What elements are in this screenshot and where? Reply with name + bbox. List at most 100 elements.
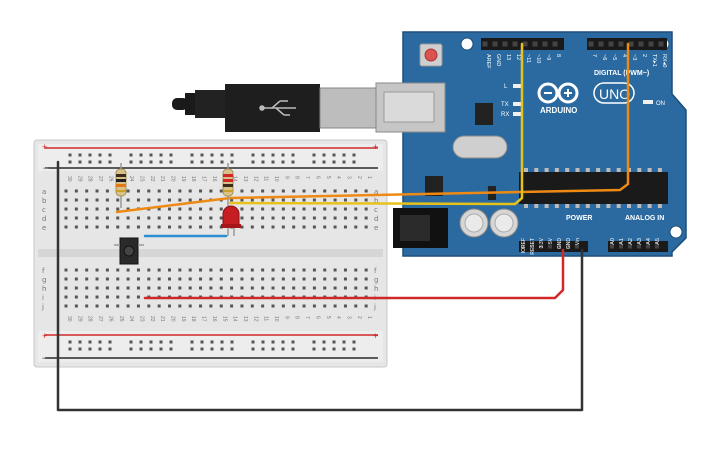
chip-leg [596, 204, 601, 208]
breadboard-hole [64, 198, 68, 202]
breadboard-hole [343, 304, 347, 308]
atmega-microcontroller [519, 172, 668, 204]
svg-text:e: e [42, 224, 46, 232]
breadboard-hole [147, 198, 151, 202]
column-number: 22 [149, 176, 155, 182]
push-button[interactable] [114, 237, 144, 265]
center-channel [38, 249, 383, 257]
usb-chip [475, 103, 493, 125]
pin-label: ~6 [601, 54, 607, 60]
breadboard-hole [209, 304, 213, 308]
wire-black-gnd [56, 160, 584, 412]
breadboard-hole [323, 304, 327, 308]
rail-hole [190, 340, 194, 344]
breadboard-hole [157, 216, 161, 220]
analog-label: ANALOG IN [625, 215, 664, 222]
rail-hole [251, 347, 255, 351]
breadboard-hole [116, 295, 120, 299]
breadboard-hole [219, 216, 223, 220]
breadboard-hole [95, 268, 99, 272]
column-number: 24 [128, 316, 134, 322]
breadboard-hole [105, 216, 109, 220]
breadboard-hole [261, 286, 265, 290]
rail-minus-tl: − [42, 164, 50, 174]
rail-hole [88, 347, 92, 351]
breadboard-hole [230, 277, 234, 281]
breadboard-hole [343, 189, 347, 193]
rail-hole [322, 340, 326, 344]
column-number: 11 [263, 176, 269, 181]
svg-text:i: i [42, 294, 44, 302]
breadboard-hole [230, 286, 234, 290]
breadboard-hole [199, 198, 203, 202]
pin-socket [575, 244, 579, 249]
breadboard-hole [116, 216, 120, 220]
breadboard-hole [230, 198, 234, 202]
rail-hole [352, 340, 356, 344]
svg-text:g: g [374, 276, 378, 284]
breadboard-hole [168, 216, 171, 220]
svg-text:b: b [374, 197, 379, 205]
breadboard-hole [85, 304, 89, 308]
arduino-logo-icon [537, 82, 579, 104]
breadboard-hole [74, 216, 78, 220]
mounting-hole [669, 225, 683, 239]
breadboard-hole [157, 198, 161, 202]
breadboard-hole [199, 268, 203, 272]
chip-leg [616, 168, 621, 172]
breadboard-hole [105, 268, 109, 272]
column-number: 5 [325, 176, 331, 179]
rail-hole [312, 153, 316, 157]
breadboard-hole [136, 286, 140, 290]
breadboard-hole [323, 286, 327, 290]
rail-hole [200, 160, 204, 164]
breadboard-hole [323, 207, 327, 211]
usb-cable [172, 84, 377, 132]
breadboard-hole [281, 286, 285, 290]
power-label: POWER [566, 215, 592, 222]
rail-hole [261, 153, 265, 157]
breadboard-hole [209, 268, 213, 272]
breadboard-hole [126, 198, 130, 202]
column-number: 3 [345, 316, 351, 319]
reset-button[interactable] [419, 43, 443, 67]
rail-hole [281, 347, 285, 351]
breadboard-hole [312, 225, 316, 229]
chip-leg [637, 168, 642, 172]
breadboard-hole [95, 304, 99, 308]
rail-hole [68, 153, 72, 157]
chip-leg [585, 204, 590, 208]
column-number: 9 [283, 176, 289, 179]
pin-label: ~11 [525, 54, 531, 63]
chip-leg [616, 204, 621, 208]
rail-hole [312, 347, 316, 351]
rail-hole [149, 160, 153, 164]
breadboard-hole [323, 277, 327, 281]
rail-hole [281, 160, 285, 164]
breadboard-hole [85, 207, 89, 211]
breadboard-hole [312, 216, 316, 220]
breadboard-hole [126, 295, 130, 299]
pin-label: GND [557, 238, 563, 250]
rail-minus-br: − [373, 353, 378, 363]
breadboard-hole [250, 268, 254, 272]
breadboard-hole [157, 225, 161, 229]
pin-label: 5V [548, 237, 554, 244]
breadboard-hole [364, 189, 368, 193]
breadboard-hole [281, 207, 285, 211]
breadboard-hole [178, 286, 182, 290]
breadboard-hole [188, 225, 192, 229]
column-number: 26 [107, 176, 113, 182]
breadboard-hole [105, 277, 109, 281]
chip-leg [544, 204, 549, 208]
pin-label: Vin [575, 238, 581, 245]
breadboard-hole [74, 295, 78, 299]
breadboard-hole [364, 304, 368, 308]
rail-minus-tr: − [373, 163, 378, 173]
svg-text:a: a [42, 188, 46, 196]
pin-socket [548, 244, 552, 249]
wire-red-5v [143, 248, 565, 300]
pin-socket [610, 244, 614, 249]
chip-leg [544, 168, 549, 172]
